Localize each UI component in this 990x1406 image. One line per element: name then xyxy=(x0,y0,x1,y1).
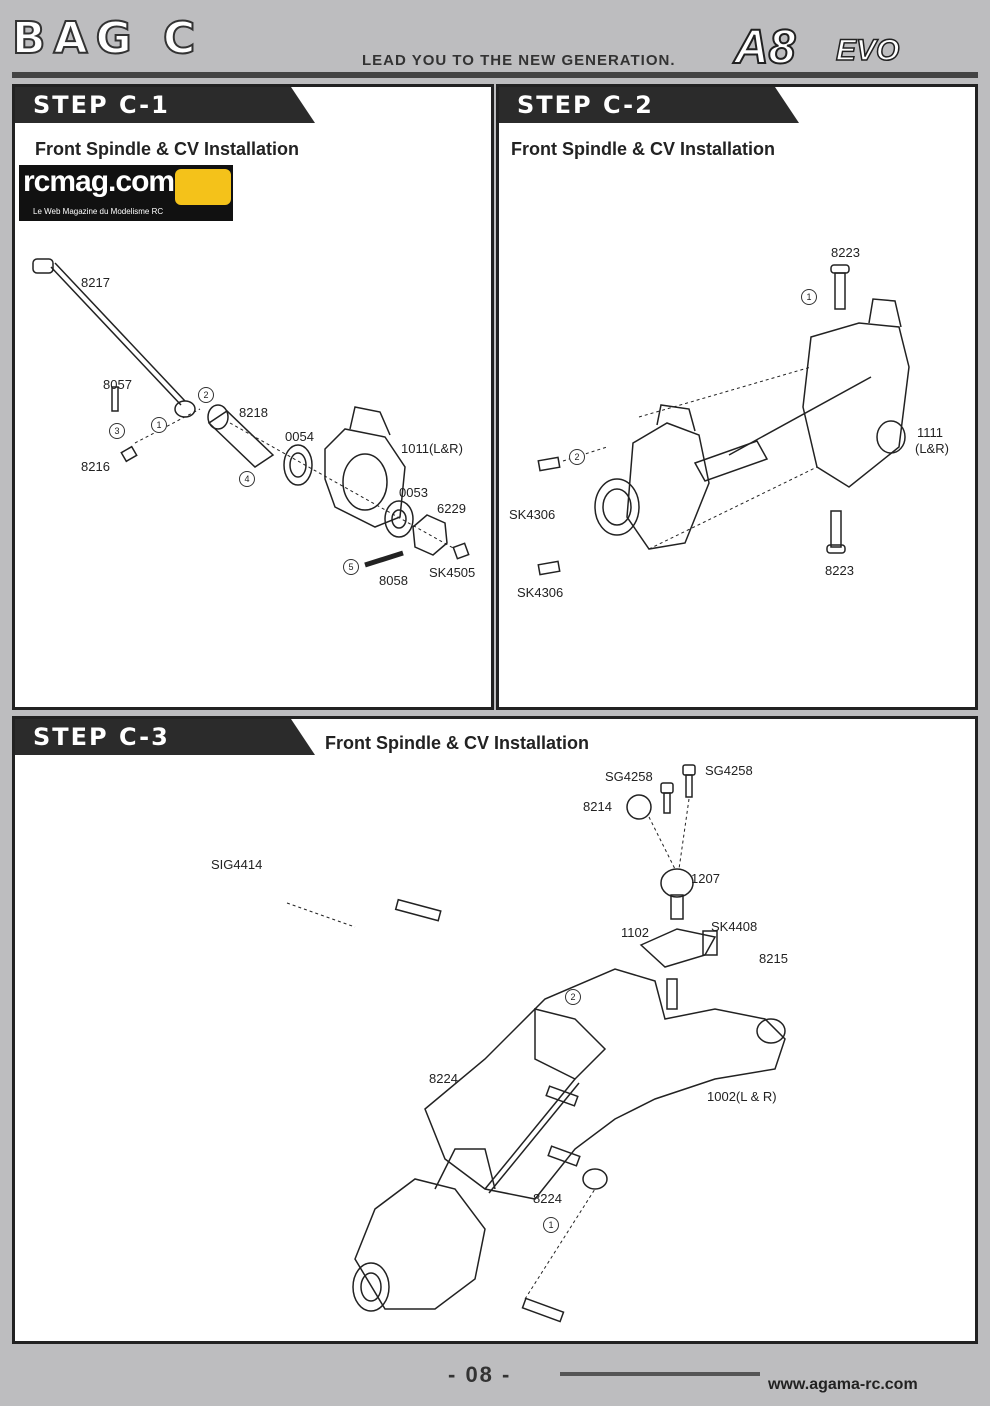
panel-title-c3: Front Spindle & CV Installation xyxy=(325,733,590,753)
panel-title-c1: Front Spindle & CV Installation xyxy=(35,139,300,159)
part-label: SIG4414 xyxy=(211,857,263,872)
diagram-step-c2 xyxy=(537,264,910,576)
part-label: 8214 xyxy=(583,799,612,814)
car-icon xyxy=(175,169,231,205)
part-label: 1111 xyxy=(917,425,944,440)
order-number: 1 xyxy=(543,1217,559,1233)
part-label: 8058 xyxy=(379,573,408,588)
part-label: SK4408 xyxy=(711,919,758,934)
panel-title-c2: Front Spindle & CV Installation xyxy=(511,139,776,159)
part-label: 1207 xyxy=(691,871,720,886)
order-number: 2 xyxy=(569,449,585,465)
order-number: 4 xyxy=(239,471,255,487)
part-label: 0053 xyxy=(399,485,428,500)
part-label: 8217 xyxy=(81,275,110,290)
panel-step-c1: STEP C-1 Front Spindle & CV Installation… xyxy=(12,84,494,710)
header-rule xyxy=(12,72,978,78)
part-label: SK4306 xyxy=(509,507,556,522)
rcmag-name: rcmag.com xyxy=(23,165,175,198)
order-number: 2 xyxy=(198,387,214,403)
order-number: 5 xyxy=(343,559,359,575)
rcmag-watermark: rcmag.com Le Web Magazine du Modelisme R… xyxy=(19,165,233,221)
step-tab-c3: STEP C-3 xyxy=(15,719,315,755)
part-label: 1011(L&R) xyxy=(401,441,463,456)
part-label: 8218 xyxy=(239,405,268,420)
order-number: 2 xyxy=(565,989,581,1005)
part-label: SG4258 xyxy=(705,763,753,778)
footer-rule xyxy=(560,1372,760,1376)
diagram-step-c3 xyxy=(286,764,786,1323)
order-number: 3 xyxy=(109,423,125,439)
brand-logo-sub: EVO xyxy=(835,33,900,68)
brand-logo: A8 xyxy=(733,21,796,75)
diagram-step-c1 xyxy=(32,258,470,568)
panel-step-c3: STEP C-3 Front Spindle & CV Installation xyxy=(12,716,978,1344)
tagline: LEAD YOU TO THE NEW GENERATION. xyxy=(362,52,676,69)
part-label: 8223 xyxy=(825,563,854,578)
part-label: 8224 xyxy=(429,1071,458,1086)
part-label: SK4505 xyxy=(429,565,476,580)
part-label: 8057 xyxy=(103,377,132,392)
step-tab-c1: STEP C-1 xyxy=(15,87,315,123)
part-label: 8224 xyxy=(533,1191,562,1206)
part-label: 1102 xyxy=(621,925,649,940)
part-label: 8216 xyxy=(81,459,110,474)
part-label: SK4306 xyxy=(517,585,564,600)
website-link[interactable]: www.agama-rc.com xyxy=(768,1376,918,1393)
step-tab-c2: STEP C-2 xyxy=(499,87,799,123)
page-number: - 08 - xyxy=(448,1362,512,1387)
part-label: 0054 xyxy=(285,429,314,444)
part-label: (L&R) xyxy=(915,441,949,456)
rcmag-subtitle: Le Web Magazine du Modelisme RC xyxy=(33,207,164,216)
bag-title: BAG C xyxy=(11,13,204,65)
part-label: 1002(L & R) xyxy=(707,1089,777,1104)
order-number: 1 xyxy=(801,289,817,305)
part-label: 6229 xyxy=(437,501,466,516)
order-number: 1 xyxy=(151,417,167,433)
part-label: SG4258 xyxy=(605,769,653,784)
panel-step-c2: STEP C-2 Front Spindle & CV Installation xyxy=(496,84,978,710)
part-label: 8215 xyxy=(759,951,788,966)
part-label: 8223 xyxy=(831,245,860,260)
